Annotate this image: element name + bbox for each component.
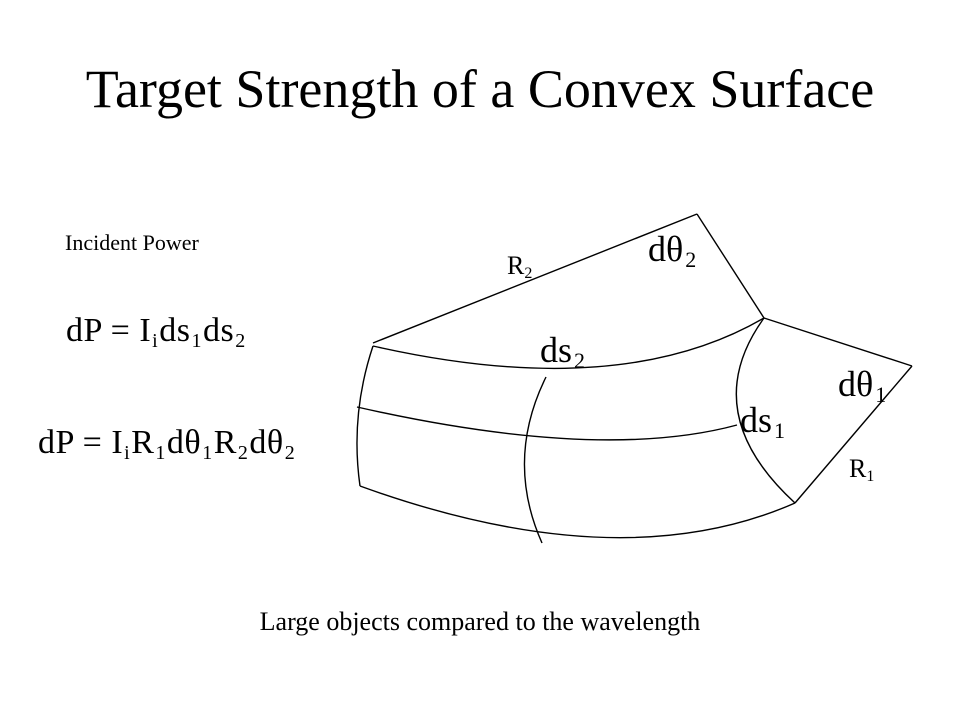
label-dtheta2: dθ2	[648, 229, 697, 272]
surface-middle-arc	[356, 406, 738, 441]
label-ds2: ds2	[540, 330, 586, 373]
surface-center-meridian	[523, 376, 547, 544]
surface-bottom-arc	[359, 485, 796, 539]
radius-line-R1	[763, 317, 913, 367]
label-R2: R2	[507, 251, 533, 282]
surface-right-edge	[735, 317, 796, 504]
surface-top-arc	[372, 317, 765, 370]
radius-line-R2	[372, 213, 698, 344]
equation-power-ds: dP = Iids1ds2	[66, 312, 246, 352]
surface-left-edge	[356, 345, 374, 487]
incident-power-label: Incident Power	[65, 230, 199, 255]
label-R1: R1	[849, 454, 875, 485]
equation-power-radii: dP = IiR1dθ1R2dθ2	[38, 424, 296, 464]
caption: Large objects compared to the wavelength	[259, 607, 701, 636]
label-dtheta1: dθ1	[838, 364, 887, 407]
radius-line-R1-edge	[794, 365, 913, 504]
radius-line-R2-edge	[696, 213, 765, 319]
slide-title: Target Strength of a Convex Surface	[85, 59, 875, 119]
label-ds1: ds1	[740, 400, 786, 443]
